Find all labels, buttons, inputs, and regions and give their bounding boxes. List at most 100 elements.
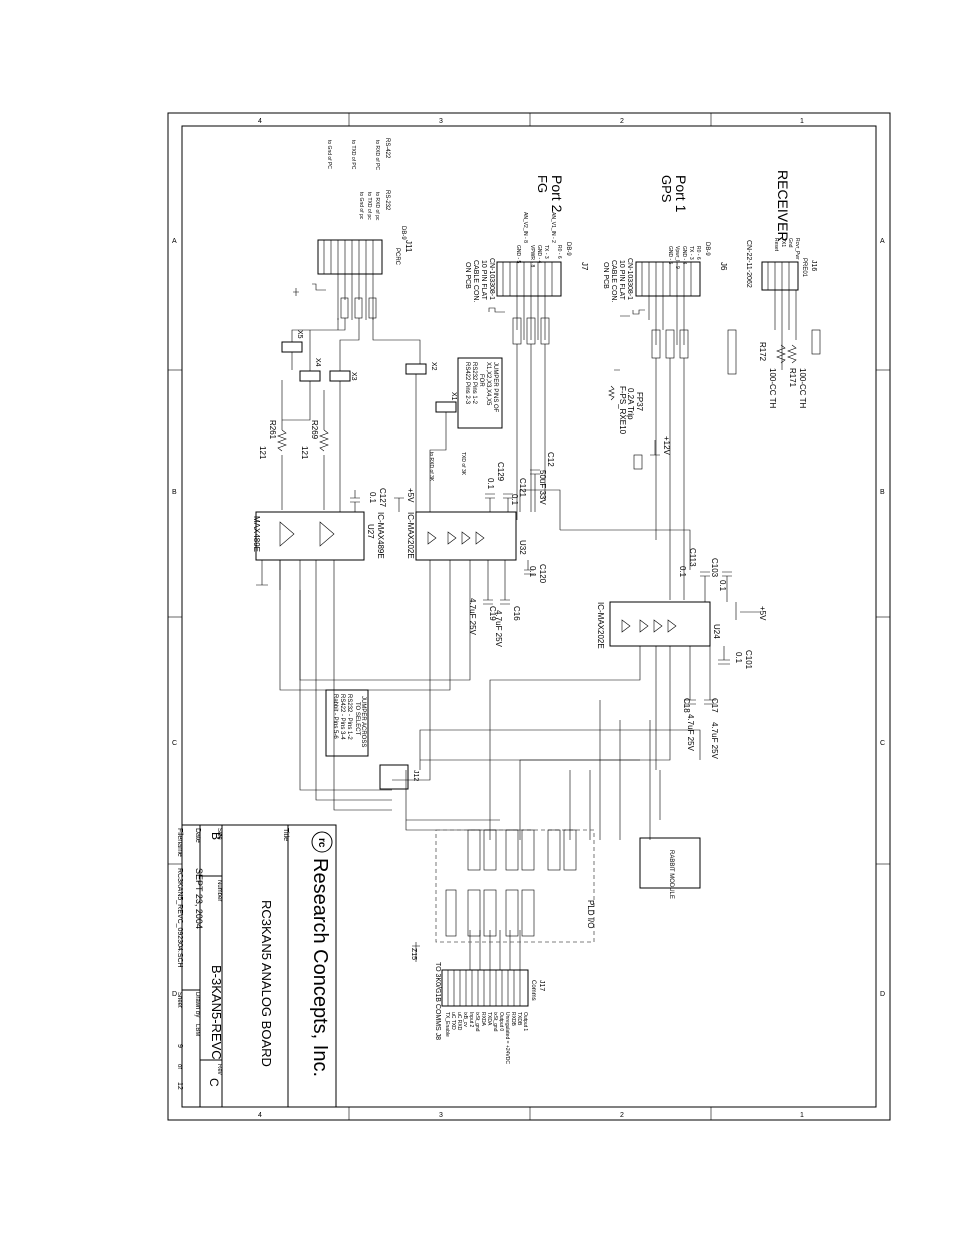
c120-value: 0.1 [528,566,537,578]
j17-pin-0: Output 1 [522,1012,528,1031]
drawn-value: LBM [194,1024,200,1036]
u24-body [609,601,711,647]
r269-symbol [319,429,329,452]
c16-ref: C16 [512,606,521,621]
r171-value: 100-CC TH [798,368,807,409]
pcrc-part: PCRC [394,248,400,266]
c18-value: 4.7uF 25V [686,714,695,752]
jumper-note-3: RS232 Pins 1-2 [471,362,477,405]
file-value: RC3KAN5_REVC_092304.SCH [176,868,183,968]
r261-symbol [277,429,287,452]
j17-pin-11: uC RXD [456,1012,462,1031]
port2-pin-3: GND - 4 [536,245,542,264]
jumper-note-box [457,357,503,429]
x2-label: X2 [430,362,437,371]
port1-pin-1: TX - 3 [688,246,694,260]
logo-mark: rc [316,838,327,848]
zone-bottom-3: 3 [439,1112,443,1119]
u24-ref: U24 [712,624,721,639]
date-value: SEPT 23, 2004 [194,868,204,929]
reset-net-flag [727,329,737,375]
jumper-note2-1: TO SELECT [354,702,360,736]
number-value: B-3KAN5-REVC [209,965,224,1060]
u24-p5: +5V [758,606,767,621]
c129-value: 0.1 [486,478,495,490]
pcrc-db: DB-9 [400,226,406,240]
sheet-title: RC3KAN5 ANALOG BOARD [259,900,274,1067]
u24-group: IC-MAX202E U24 +5V C113 0.1 C103 0.1 C10… [596,548,767,760]
c17-value: 4.7uF 25V [710,722,719,760]
receiver-pin-pwr: Rcvr_Pwr [794,238,800,260]
x3-jumper [329,370,351,382]
zone-top-2: 2 [620,118,624,125]
receiver-connector: J16 [810,260,817,271]
gps-txd-flag [665,329,675,359]
x1-jumper [435,401,457,413]
u32-part: IC-MAX202E [406,512,415,559]
c103-ref: C103 [710,558,719,578]
x4-label: X4 [314,358,321,367]
port1-desc-3: ON PCB [602,262,609,289]
x2-jumper [405,363,427,375]
of-value: 12 [176,1082,183,1090]
note-rxd-3k: to RXD of 3K [428,452,434,482]
jumper-note-1: X1,X2,X3,X4,X5 [485,362,491,406]
receiver-pin-tx1: TX1 [780,238,786,247]
number-label: Number [216,880,222,901]
x5-jumper [281,341,303,353]
r172-ref: R172 [758,342,767,362]
j17-pin-12: uC TXD [450,1012,456,1030]
j17-pin-9: Input 2 [468,1012,474,1028]
port2-db: DB-9 [565,242,571,256]
receiver-pin-gnd: Gnd [787,238,793,248]
x5-label: X5 [296,330,303,339]
port2-title: Port 2 [549,175,565,213]
zone-left-C: C [172,740,177,747]
receiver-pin-reset: Reset [773,238,779,252]
pcrc-note-0: to RXD of pc [374,192,380,221]
port1-pin-3: Vpwr_I - 9 [674,246,680,269]
r171-symbol [787,344,797,364]
c101-ref: C101 [744,650,753,670]
jumper-note-4: RS422 Pins 2-3 [464,362,470,405]
u27-part: IC-MAX489E [376,512,385,559]
port2-desc-2: CABLE CON. [472,260,479,302]
pcrc-rs422: RS-422 [384,138,390,159]
jumper-note2-3: RS422 - Pins 3-4 [339,694,345,740]
j17-pin-1: TXDB [516,1012,522,1026]
receiver-pre: PRE01 [801,258,807,278]
port1-connector: J6 [719,262,728,271]
zone-left-B: B [172,489,177,496]
r172-symbol [776,344,786,364]
fuse-part: FP37 [635,392,644,412]
zone-left-D: D [172,991,177,998]
pcrc-note422-1: to TXD of PC [350,140,356,170]
zone-right-D: D [880,991,885,998]
port1-pin-4: GND - 5 [667,246,673,265]
jumper-note2-4: Rabbit - Pins 5-6 [332,694,338,739]
c113-value: 0.1 [678,566,687,578]
pcrc-note-2: to Gnd of pc [358,192,364,220]
port2-pin-1: AN_V1_IN - 2 [550,212,556,243]
j17-pin-3: Unregulated = +24VDC [504,1012,510,1064]
j7-connector-body [496,261,562,297]
j6-connector-body [635,261,701,297]
port2-pin-2: TX - 3 [543,245,549,259]
port1-desc-1: 10 PIN FLAT [618,260,625,301]
u27-ref: U27 [366,524,375,539]
j12-group: J12 JUMPER ACROSS TO SELECT RS232 - Pins… [325,689,419,790]
termination-resistors: R261 121 R269 121 [258,380,329,510]
jumper-note2-2: RS232 - Pins 1-2 [346,694,352,740]
outer-border [167,112,891,1121]
j17-ref: J17 [538,980,545,991]
c12-ref: C12 [546,452,555,467]
jumper-note-0: JUMPER PINS OF [492,362,498,413]
r269-ref: R269 [310,420,319,440]
j17-pin-4: Output 0 [498,1012,504,1031]
r171-ref: R171 [788,368,797,388]
u32-group: IC-MAX202E U32 C129 0.1 C121 0.1 C12 50u… [406,452,555,648]
fuse-ref: F-PS_RXE10 [618,386,627,435]
zone-top-4: 4 [258,118,262,125]
u32-body [415,511,517,561]
